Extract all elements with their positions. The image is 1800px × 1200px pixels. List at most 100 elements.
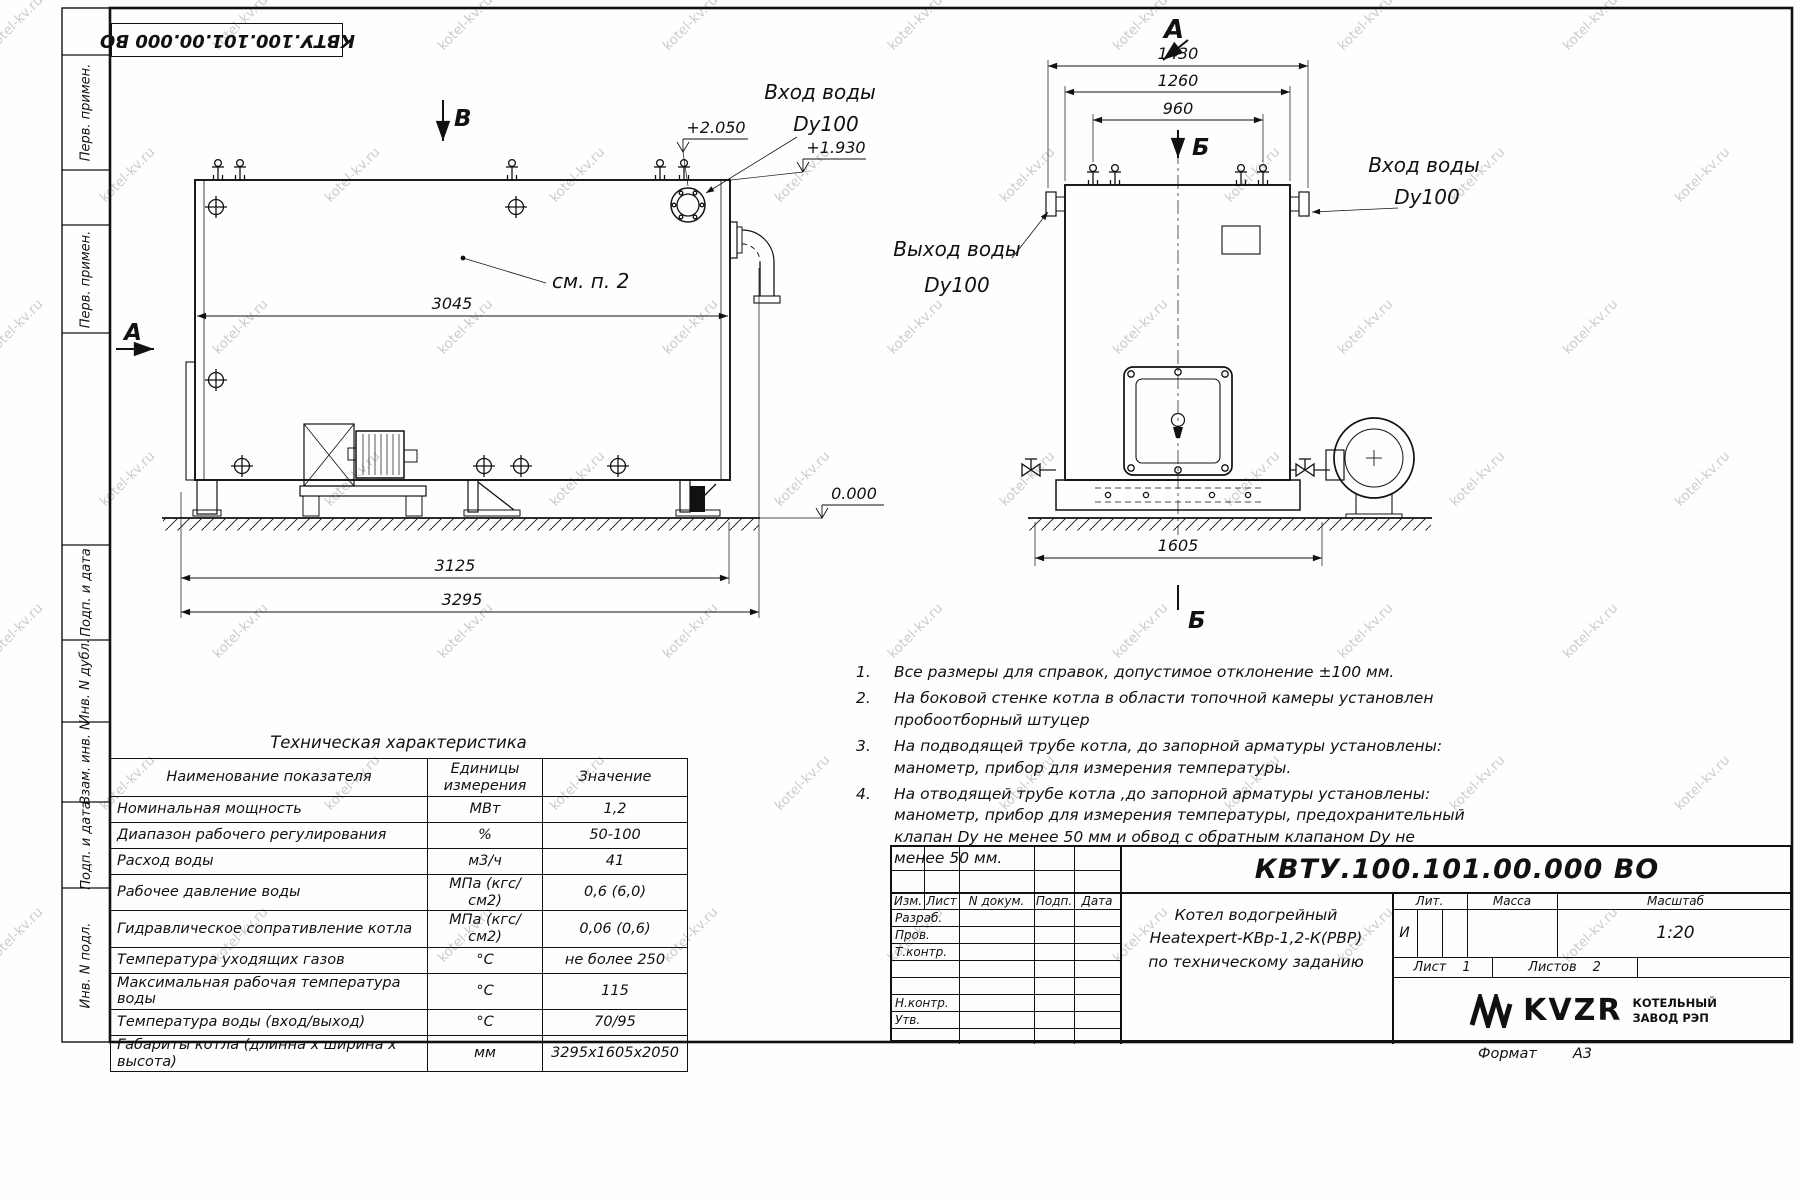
side-view-drawing [162, 158, 781, 531]
note-number: 1. [856, 663, 871, 681]
tech-table: Наименование показателя Единицы измерени… [110, 758, 688, 1073]
col-izm: Изм. [893, 893, 923, 908]
see-note-ref: см. п. 2 [552, 269, 629, 293]
table-cell: м3/ч [427, 848, 543, 875]
tech-table-title: Техническая характеристика [270, 733, 527, 752]
corner-doc-number: КВТУ.100.101.00.000 ВО [99, 29, 355, 51]
row-tkontr: Т.контр. [895, 944, 948, 959]
brand-name: KVZR [1523, 993, 1623, 1028]
table-row: Габариты котла (длинна х ширина х высота… [110, 1035, 688, 1073]
table-cell: мм [427, 1035, 543, 1073]
front-view-dimensions [1011, 39, 1399, 610]
sheet-value: 1 [1462, 959, 1471, 975]
table-cell: МПа (кгс/см2) [427, 873, 543, 912]
brand-subtitle-line2: ЗАВОД РЭП [1632, 1010, 1709, 1025]
section-a-label-side: А [122, 320, 142, 346]
note-number: 3. [856, 737, 871, 756]
product-name-line2: Heatexpert-КВр-1,2-К(РВР) [1149, 929, 1363, 948]
margin-field-inv-dubl: Инв. N дубл. [78, 638, 94, 724]
margin-field-vzam-inv: Взам. инв. N [78, 719, 94, 805]
water-inlet-dn-side: Dy100 [793, 112, 858, 136]
section-b-top-label: Б [1192, 135, 1210, 161]
view-a-label-front: А [1162, 15, 1184, 45]
col-docum: N докум. [968, 893, 1025, 908]
water-inlet-label-front: Вход воды [1368, 153, 1480, 177]
note-text: Все размеры для справок, допустимое откл… [894, 663, 1395, 681]
dim-3125: 3125 [435, 556, 476, 575]
table-cell: Температура уходящих газов [110, 946, 428, 974]
table-cell: 115 [542, 972, 688, 1011]
water-outlet-dn-front: Dy100 [924, 273, 989, 297]
table-cell: % [427, 822, 543, 849]
drawing-labels: В А Вход воды Dy100 +2.050 +1.930 0.000 … [122, 15, 1480, 634]
table-cell: °С [427, 1009, 543, 1037]
product-name-line3: по техническому заданию [1148, 952, 1364, 971]
table-cell: не более 250 [542, 946, 688, 974]
notes-block: 1. Все размеры для справок, допустимое от… [856, 662, 1470, 874]
kvzr-logo-icon [1469, 993, 1513, 1028]
water-inlet-label-side: Вход воды [764, 80, 876, 104]
mass-header: Масса [1492, 893, 1532, 908]
dim-3045: 3045 [432, 294, 473, 313]
note-text: На отводящей трубе котла ,до запорной ар… [894, 784, 1465, 867]
note-item: 2.На боковой стенке котла в области топо… [856, 688, 1470, 731]
title-block: КВТУ.100.101.00.000 ВО Изм. Лист N докум… [890, 845, 1792, 1044]
table-cell: 1,2 [542, 796, 688, 823]
product-name-line1: Котел водогрейный [1174, 906, 1338, 924]
table-cell: Максимальная рабочая температура воды [110, 972, 428, 1011]
tech-characteristics-block: Техническая характеристика Наименование … [110, 733, 688, 1073]
format-value: А3 [1572, 1046, 1592, 1062]
table-cell: °С [427, 946, 543, 974]
table-cell: °С [427, 972, 543, 1011]
margin-field-perv-primen-1: Перв. примен. [78, 63, 94, 162]
note-item: 3. На подводящей трубе котла, до запорной… [856, 736, 1470, 779]
table-cell: МПа (кгс/см2) [427, 910, 543, 948]
dim-1430: 1430 [1158, 44, 1199, 63]
note-text: На боковой стенке котла в области топочн… [894, 689, 1434, 729]
sheets-value: 2 [1592, 959, 1601, 975]
sheet-frame [61, 6, 1794, 1044]
table-cell: Гидравлическое сопративление котла [110, 910, 428, 948]
format-label: Формат [1478, 1046, 1537, 1062]
product-name-cell: Котел водогрейный Heatexpert-КВр-1,2-К(Р… [1120, 892, 1392, 1044]
margin-field-podp-data-1: Подп. и дата [78, 548, 94, 637]
brand-subtitle-line1: КОТЕЛЬНЫЙ [1632, 996, 1717, 1011]
tech-table-header-row: Наименование показателя Единицы измерени… [110, 758, 688, 797]
title-block-doc-number: КВТУ.100.101.00.000 ВО [1254, 854, 1660, 885]
note-item: 4. На отводящей трубе котла ,до запорной … [856, 784, 1470, 870]
lit-value: И [1399, 925, 1410, 941]
note-number: 4. [856, 784, 871, 803]
table-cell: Температура воды (вход/выход) [110, 1009, 428, 1037]
margin-field-perv-primen-2: Перв. примен. [78, 230, 94, 328]
row-nkontr: Н.контр. [895, 995, 949, 1010]
note-item: 1. Все размеры для справок, допустимое от… [856, 662, 1470, 683]
table-cell: 3295х1605х2050 [542, 1035, 688, 1073]
note-text: На подводящей трубе котла, до запорной а… [894, 737, 1443, 777]
table-cell: 41 [542, 848, 688, 875]
front-view-drawing [1021, 150, 1432, 535]
sheets-cell: Листов 2 [1492, 957, 1637, 977]
water-outlet-label-front: Выход воды [893, 237, 1020, 261]
water-inlet-dn-front: Dy100 [1394, 185, 1459, 209]
table-cell: 50-100 [542, 822, 688, 849]
tech-header-units: Единицы измерения [427, 758, 543, 797]
table-row: Диапазон рабочего регулирования%50-100 [110, 822, 688, 849]
margin-divider-lines [62, 54, 110, 889]
dim-960: 960 [1163, 99, 1194, 118]
level-mark-zero: 0.000 [831, 484, 877, 503]
margin-field-inv-podl: Инв. N подл. [78, 922, 94, 1008]
sheets-label: Листов [1528, 959, 1577, 975]
table-cell: 0,06 (0,6) [542, 910, 688, 948]
table-cell: Расход воды [110, 848, 428, 875]
col-podp: Подп. [1035, 893, 1073, 908]
table-cell: Диапазон рабочего регулирования [110, 822, 428, 849]
level-mark-1930: +1.930 [806, 138, 865, 157]
lit-header: Лит. [1415, 893, 1444, 908]
scale-header: Масштаб [1646, 893, 1705, 908]
